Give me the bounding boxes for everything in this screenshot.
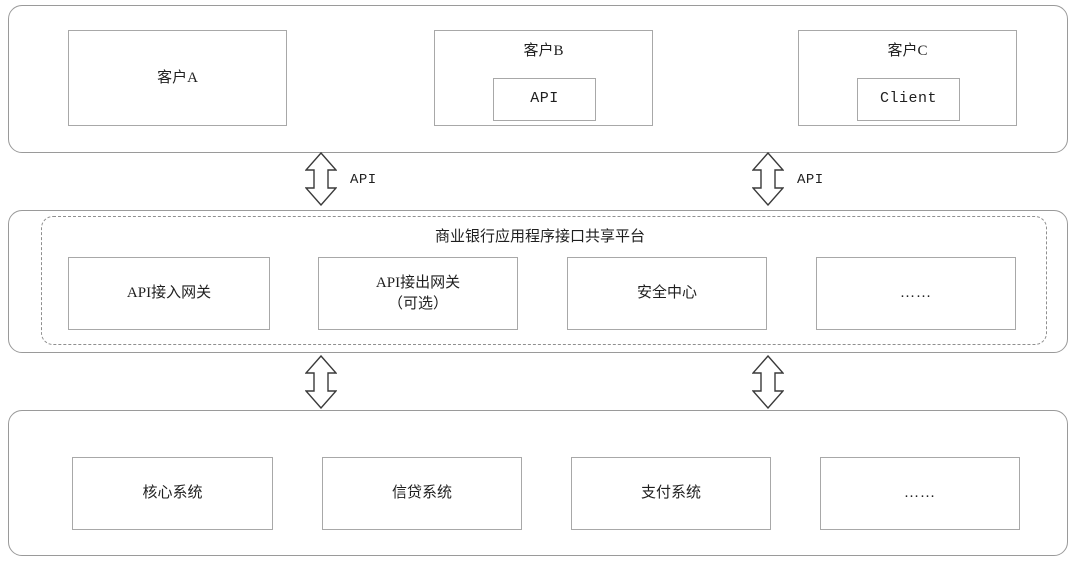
system-node-more[interactable]: …… [820, 457, 1020, 530]
system-node-core-label: 核心系统 [142, 485, 203, 502]
client-node-b-label: 客户B [523, 43, 564, 59]
client-node-c-inner-client[interactable]: Client [857, 78, 960, 121]
platform-node-security-center-label: 安全中心 [636, 285, 697, 302]
connector-label-top-left: API [350, 172, 377, 188]
system-node-payment[interactable]: 支付系统 [571, 457, 771, 530]
client-node-b-inner-api-label: API [530, 90, 559, 108]
connector-arrow-bottom-left [305, 355, 337, 409]
platform-dashed-boundary [41, 216, 1047, 345]
system-node-more-label: …… [904, 485, 936, 502]
platform-title: 商业银行应用程序接口共享平台 [434, 229, 645, 245]
client-node-c-label: 客户C [887, 43, 928, 59]
system-node-credit[interactable]: 信贷系统 [322, 457, 522, 530]
platform-node-api-egress-gateway-label: API接出网关 [375, 275, 461, 292]
client-node-a[interactable]: 客户A [68, 30, 287, 126]
connector-label-top-right: API [797, 172, 824, 188]
platform-node-more[interactable]: …… [816, 257, 1016, 330]
client-node-b[interactable]: 客户B API [434, 30, 653, 126]
connector-arrow-top-right [752, 152, 784, 206]
platform-node-api-ingress-gateway[interactable]: API接入网关 [68, 257, 270, 330]
connector-arrow-top-left [305, 152, 337, 206]
system-node-core[interactable]: 核心系统 [72, 457, 273, 530]
platform-node-more-label: …… [900, 285, 932, 302]
client-node-b-inner-api[interactable]: API [493, 78, 596, 121]
client-node-a-label: 客户A [157, 69, 198, 86]
system-node-credit-label: 信贷系统 [391, 485, 452, 502]
client-node-c[interactable]: 客户C Client [798, 30, 1017, 126]
client-node-c-inner-client-label: Client [879, 90, 937, 108]
platform-node-api-ingress-gateway-label: API接入网关 [126, 285, 212, 302]
platform-node-security-center[interactable]: 安全中心 [567, 257, 767, 330]
connector-arrow-bottom-right [752, 355, 784, 409]
system-node-payment-label: 支付系统 [640, 485, 701, 502]
platform-node-api-egress-gateway[interactable]: API接出网关 （可选） [318, 257, 518, 330]
platform-node-api-egress-gateway-sublabel: （可选） [387, 295, 448, 312]
